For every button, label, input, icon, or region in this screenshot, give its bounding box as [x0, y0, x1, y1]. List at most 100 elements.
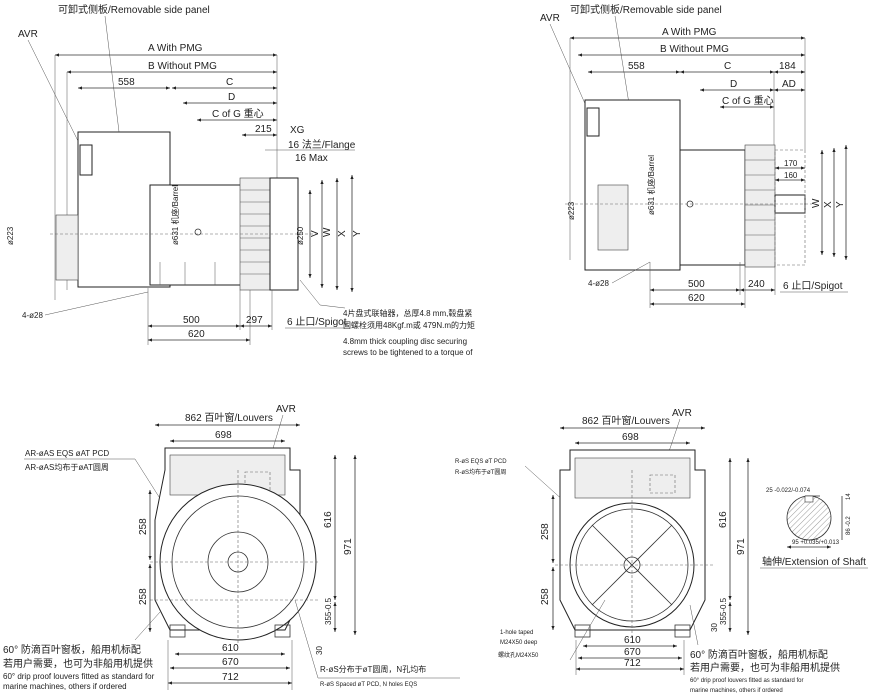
avr-label: AVR [672, 408, 692, 419]
dim-610: 610 [624, 635, 641, 646]
c-of-g-label: C of G 重心 [212, 107, 264, 120]
louver-panel [597, 184, 629, 251]
dim-258-upper: 258 [540, 523, 551, 540]
dim-620: 620 [188, 329, 205, 340]
dim-ad: AD [782, 79, 796, 90]
flange-label: 16 法兰/Flange [288, 138, 356, 151]
holes-label: 4-ø28 [588, 279, 609, 288]
dim-610: 610 [222, 643, 239, 654]
dim-215: 215 [255, 124, 272, 135]
dim-a-with-pmg: A With PMG [148, 43, 203, 54]
c-of-g-label: C of G 重心 [722, 94, 774, 107]
coupling-note-cn-1: 4片盘式联轴器，总厚4.8 mm,毂盘紧 [343, 308, 472, 318]
shaft-detail-title: 轴伸/Extension of Shaft [762, 555, 866, 568]
dim-170: 170 [784, 159, 798, 168]
dim-355: 355-0.5 [324, 597, 333, 625]
xg-label: XG [290, 125, 305, 136]
dim-670: 670 [222, 657, 239, 668]
louvers-label: 862 百叶窗/Louvers [185, 411, 273, 424]
dim-30: 30 [710, 623, 719, 632]
dim-500: 500 [688, 279, 705, 290]
coupling-note-cn-2: 固螺栓须用48Kgf.m或 479N.m的力矩 [343, 320, 475, 330]
dim-c: C [724, 61, 731, 72]
dim-258-lower: 258 [540, 588, 551, 605]
spigot-label: 6 止口/Spigot [783, 280, 843, 292]
max16-label: 16 Max [295, 153, 328, 164]
dim-c: C [226, 77, 233, 88]
dim-712: 712 [222, 672, 239, 683]
coupling-note-en-2: screws to be tightened to a torque of [343, 348, 473, 357]
r-en-label: R-øS Spaced øT PCD, N holes EQS [320, 682, 417, 688]
front-view-drive-end: AVR 862 百叶窗/Louvers 698 AR-øAS EQS øAT P… [3, 404, 460, 691]
dim-558: 558 [118, 77, 135, 88]
dim-a-with-pmg: A With PMG [662, 27, 717, 38]
side-view-without-pmg: 可卸式侧板/Removable side panel AVR A With PM… [540, 3, 848, 308]
louver-note-cn-2: 若用户需要，也可为非船用机提供 [690, 661, 840, 674]
louvers-label: 862 百叶窗/Louvers [582, 414, 670, 427]
fan-louvers [744, 144, 776, 268]
dim-297: 297 [246, 315, 263, 326]
dim-d: D [228, 92, 235, 103]
louver-note-en-1: 60° drip proof louvers fitted as standar… [690, 678, 803, 684]
pmg [55, 214, 79, 281]
dim-971: 971 [343, 538, 354, 555]
louver-note-en-1: 60° drip proof louvers fitted as standar… [3, 672, 155, 681]
dim-184: 184 [779, 61, 796, 72]
dim-616: 616 [718, 511, 729, 528]
dim-558: 558 [628, 61, 645, 72]
dim-258-lower: 258 [138, 588, 149, 605]
dim-971: 971 [736, 538, 747, 555]
dim-w: W [322, 227, 333, 237]
avr-label: AVR [540, 13, 560, 24]
barrel-label: ø631 机座/Barrel [170, 185, 180, 245]
dim-b-without-pmg: B Without PMG [148, 61, 217, 72]
ar-en-label: AR-øAS EQS øAT PCD [25, 449, 109, 458]
avr-label: AVR [18, 29, 38, 40]
stator-barrel [679, 149, 746, 266]
dia223-label: ø223 [6, 226, 15, 245]
holes-label: 4-ø28 [22, 311, 43, 320]
hole-label-2: M24X50 deep [500, 640, 538, 646]
dim-x: X [337, 230, 348, 237]
dim-620: 620 [688, 293, 705, 304]
side-view-with-pmg: 可卸式侧板/Removable side panel AVR A With PM… [6, 3, 475, 357]
dim-v: V [310, 230, 321, 237]
dim-712: 712 [624, 658, 641, 669]
keyway [804, 495, 814, 503]
front-view-single-bearing: AVR 862 百叶窗/Louvers 698 R-øS EQS øT PCD … [455, 408, 840, 694]
louver-note-cn-1: 60° 防滴百叶窗板，船用机标配 [3, 643, 141, 656]
coupling-flange [269, 177, 299, 291]
dim-500: 500 [183, 315, 200, 326]
avr-box [79, 144, 93, 176]
dia223-label: ø223 [567, 201, 576, 220]
louver-note-en-2: marine machines, others if ordered [690, 688, 783, 694]
ar-cn-label: AR-øAS均布于øAT圆周 [25, 462, 109, 472]
dim-b-without-pmg: B Without PMG [660, 44, 729, 55]
key-width-label: 25 -0.022/-0.074 [766, 488, 811, 494]
coupling-note-en-1: 4.8mm thick coupling disc securing [343, 337, 467, 346]
dim-160: 160 [784, 171, 798, 180]
dim-y: Y [835, 201, 846, 208]
dim-698: 698 [622, 432, 639, 443]
r-en-label: R-øS EQS øT PCD [455, 459, 507, 465]
shaft-extension-detail: 25 -0.022/-0.074 14 86 -0.2 95 +0.035/+0… [760, 488, 868, 569]
dim-240: 240 [748, 279, 765, 290]
dim-670: 670 [624, 647, 641, 658]
dim-30: 30 [315, 646, 324, 655]
spigot-label: 6 止口/Spigot [287, 316, 347, 328]
louver-note-en-2: marine machines, others if ordered [3, 682, 127, 691]
dia250-label: ø250 [296, 226, 305, 245]
avr-label: AVR [276, 404, 296, 415]
top-louvers [574, 457, 691, 499]
dim-w: W [811, 198, 822, 208]
dim-355: 355-0.5 [719, 597, 728, 625]
dim-y: Y [352, 230, 363, 237]
removable-panel-label: 可卸式侧板/Removable side panel [58, 3, 210, 16]
barrel-label: ø631 机座/Barrel [646, 155, 656, 215]
removable-panel-label: 可卸式侧板/Removable side panel [570, 3, 722, 16]
louver-note-cn-2: 若用户需要，也可为非船用机提供 [3, 657, 153, 670]
dim-d: D [730, 79, 737, 90]
r-cn-label: R-øS均布于øT圆周 [455, 468, 506, 476]
dim-258-upper: 258 [138, 518, 149, 535]
shaft-section [786, 495, 832, 541]
